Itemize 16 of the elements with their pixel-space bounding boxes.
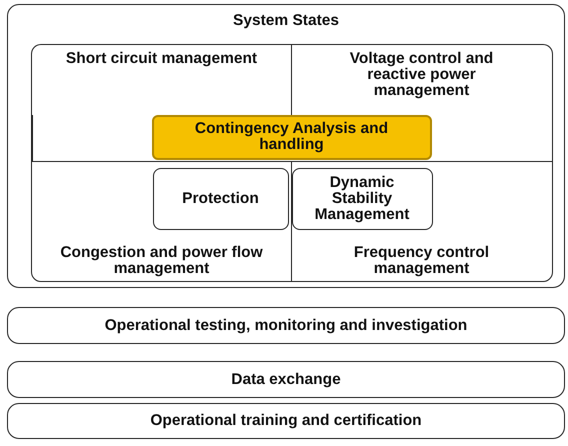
quadrant-box	[30, 44, 292, 114]
section-title: Voltage control and reactive power management	[348, 50, 494, 98]
process-box: Data exchange	[7, 361, 565, 398]
process-box: Operational training and certification	[7, 403, 565, 439]
section-title: Frequency control management	[352, 244, 490, 276]
process-box: Operational testing, monitoring and investigation	[7, 307, 565, 344]
section-title: Short circuit management	[64, 50, 258, 66]
process-box: Dynamic Stability Management	[292, 168, 432, 230]
quadrant-box	[290, 160, 552, 282]
quadrant-box	[290, 44, 552, 114]
process-box: Protection	[152, 168, 288, 230]
quadrant-box	[30, 160, 292, 282]
group-box	[7, 4, 565, 288]
group-title: System States	[232, 13, 340, 29]
section-title: Congestion and power flow management	[59, 244, 264, 276]
highlight-box: Contingency Analysis and handling	[152, 114, 432, 160]
